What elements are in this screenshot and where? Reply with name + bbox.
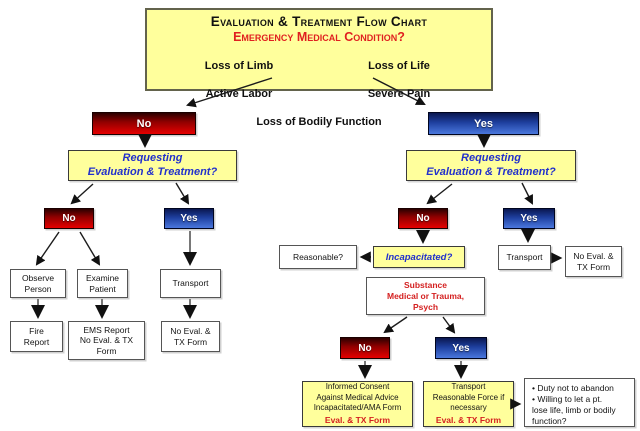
node-observe-person: Observe Person <box>10 269 66 298</box>
title-box: Evaluation & Treatment Flow Chart Emerge… <box>145 8 493 128</box>
node-no-right2: No <box>398 208 448 229</box>
node-yes-level1: Yes <box>428 112 539 135</box>
condition-columns: Loss of Limb Active Labor Loss of Life S… <box>147 45 491 115</box>
node-no-left2: No <box>44 208 94 229</box>
node-no-level1: No <box>92 112 196 135</box>
node-fire-report: Fire Report <box>10 321 63 352</box>
node-yes-right2: Yes <box>503 208 555 229</box>
emergency-condition-question: Emergency Medical Condition? <box>233 30 405 44</box>
node-transport-right: Transport <box>498 245 551 270</box>
node-no-eval-right: No Eval. & TX Form <box>565 246 622 277</box>
informed-consent-text: Informed Consent Against Medical Advice … <box>313 382 402 413</box>
node-incapacitated: Incapacitated? <box>373 246 465 268</box>
node-requesting-left: Requesting Evaluation & Treatment? <box>68 150 237 181</box>
node-examine-patient: Examine Patient <box>77 269 128 298</box>
node-transport-left: Transport <box>160 269 221 298</box>
condition-item: Loss of Limb <box>204 60 274 72</box>
node-ems-report: EMS Report No Eval. & TX Form <box>68 321 145 360</box>
eval-tx-form-label: Eval. & TX Form <box>435 414 502 425</box>
eval-tx-form-label: Eval. & TX Form <box>324 414 391 425</box>
node-reasonable: Reasonable? <box>279 245 357 269</box>
node-yes-bottom: Yes <box>435 337 487 359</box>
node-informed-consent: Informed Consent Against Medical Advice … <box>302 381 413 427</box>
node-no-bottom: No <box>340 337 390 359</box>
node-yes-left2: Yes <box>164 208 214 229</box>
node-no-eval-left: No Eval. & TX Form <box>161 321 220 352</box>
condition-item: Severe Pain <box>367 88 431 100</box>
chart-title: Evaluation & Treatment Flow Chart <box>210 14 428 29</box>
condition-item-center: Loss of Bodily Function <box>256 116 382 128</box>
condition-item: Active Labor <box>205 88 273 100</box>
condition-item: Loss of Life <box>368 60 430 72</box>
node-requesting-right: Requesting Evaluation & Treatment? <box>406 150 576 181</box>
transport-force-text: Transport Reasonable Force if necessary <box>432 382 505 413</box>
node-transport-force: Transport Reasonable Force if necessary … <box>423 381 514 427</box>
node-substance: Substance Medical or Trauma, Psych <box>366 277 485 315</box>
node-duty-notes: • Duty not to abandon • Willing to let a… <box>524 378 635 427</box>
condition-column-left: Loss of Limb Active Labor <box>180 45 298 115</box>
condition-column-right: Loss of Life Severe Pain <box>340 45 458 115</box>
